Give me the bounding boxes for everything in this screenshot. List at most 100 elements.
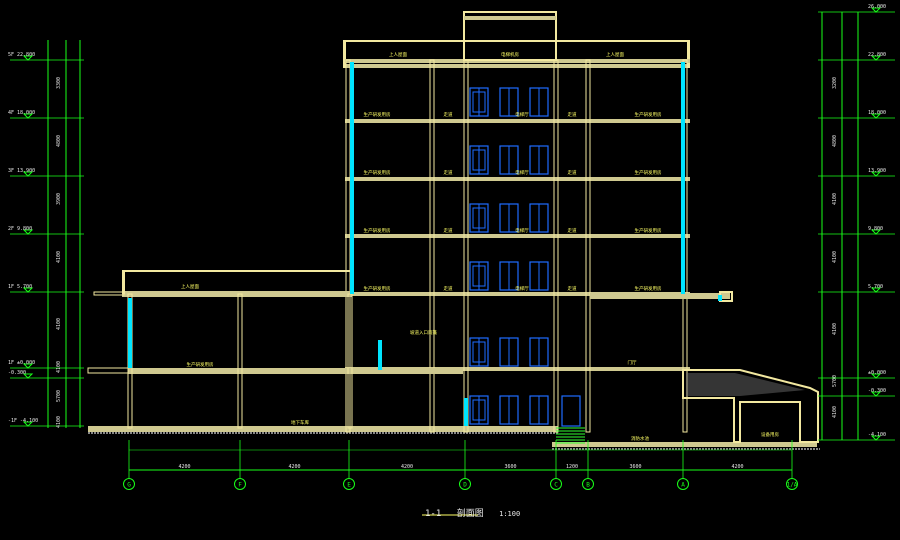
roof-label: 上人屋面 [389, 51, 407, 58]
right-level-text: ±0.000 [868, 370, 886, 376]
glazing-mid [378, 340, 382, 370]
right-level-mark [870, 113, 882, 119]
left-level-mark [22, 363, 34, 369]
right-dim-text: 4100 [832, 406, 838, 418]
drawing-number: 1-1 [425, 509, 442, 519]
door-panel [472, 399, 486, 421]
annex-parapet-left [122, 270, 125, 294]
machine-room-roof [464, 16, 556, 20]
axis-label: B [586, 482, 590, 489]
left-dim-text: 4800 [56, 135, 62, 147]
right-level-mark [870, 171, 882, 177]
room-label: 走道 [444, 111, 453, 118]
axis-label: C [554, 482, 558, 489]
room-label: 电梯厅 [515, 285, 529, 292]
right-level-text: -4.100 [868, 432, 886, 438]
axis-label: D [463, 482, 467, 489]
column [429, 59, 435, 433]
axis-label: 1/A [787, 482, 798, 489]
room-label: 生产研发用房 [364, 227, 391, 234]
ground-label: 设备用房 [761, 431, 779, 438]
window-group [128, 62, 722, 427]
parapet-left [343, 40, 346, 68]
axis-bubble [582, 478, 594, 490]
right-level-mark [870, 55, 882, 61]
room-label: 走道 [568, 169, 577, 176]
glazing-right [681, 62, 685, 294]
bottom-dim-text: 4200 [288, 464, 300, 470]
ramp-hatch [686, 373, 805, 396]
building-structure [87, 11, 820, 450]
right-level-mark [870, 7, 882, 13]
room-label: 走道 [444, 169, 453, 176]
room-label: 走道 [444, 285, 453, 292]
ground-label: 消防水池 [631, 435, 649, 442]
glazing-canopy [718, 295, 722, 301]
left-level-text: 1F 5.700 [8, 284, 32, 290]
right-level-text: 22.800 [868, 52, 886, 58]
right-level-mark [870, 435, 882, 441]
room-label: 生产研发用房 [364, 285, 391, 292]
bottom-dim-text: 4200 [731, 464, 743, 470]
floor-slab [345, 64, 690, 68]
bottom-dim-text: 4200 [178, 464, 190, 470]
bottom-dim-text: 3600 [504, 464, 516, 470]
floor-slab [345, 292, 690, 296]
left-level-mark [22, 229, 34, 235]
left-dim-text: 4100 [56, 416, 62, 428]
left-level-mark [22, 421, 34, 427]
bottom-dim-text: 4200 [401, 464, 413, 470]
room-label: 电梯厅 [515, 111, 529, 118]
door-panel [472, 149, 486, 171]
axis-label: G [127, 482, 131, 489]
column [553, 59, 559, 433]
left-level-mark [22, 373, 34, 379]
right-level-text: -0.300 [868, 388, 886, 394]
machine-room [463, 11, 557, 61]
room-label: 生产研发用房 [635, 285, 662, 292]
left-dim-text: 4100 [56, 361, 62, 373]
drawing-title: 剖面图 [456, 509, 484, 519]
bottom-dim-text: 3600 [629, 464, 641, 470]
right-dim-text: 4100 [832, 323, 838, 335]
left-dim-text: 3900 [56, 193, 62, 205]
right-level-text: 13.900 [868, 168, 886, 174]
basement-door [561, 395, 581, 427]
drawing-caption: 1-1 剖面图 1:100 [425, 506, 530, 519]
room-label: 走道 [568, 111, 577, 118]
room-label: 生产研发用房 [635, 169, 662, 176]
axis-bubble [459, 478, 471, 490]
left-level-text: 5F 22.800 [8, 52, 35, 58]
floor-slab [345, 367, 690, 371]
left-level-text: 1F ±0.000 [8, 360, 35, 366]
roof-parapet [343, 40, 690, 42]
axis-bubble [123, 478, 135, 490]
room-label: 走道 [444, 227, 453, 234]
label-group: 生产研发用房走道电梯厅走道生产研发用房生产研发用房走道电梯厅走道生产研发用房生产… [181, 51, 779, 516]
room-label: 生产研发用房 [364, 169, 391, 176]
left-level-text: -0.300 [8, 370, 26, 376]
room-label: 走道 [568, 227, 577, 234]
drawing-scale: 1:100 [499, 510, 521, 518]
left-level-text: -1F -4.100 [8, 418, 38, 424]
annex-roof-slab [122, 291, 352, 297]
right-slab [590, 293, 730, 299]
axis-label: F [238, 482, 242, 489]
room-label: 电梯厅 [515, 169, 529, 176]
right-level-text: 26.000 [868, 4, 886, 10]
roof-label: 电梯机房 [501, 51, 519, 58]
left-dim-text: 4100 [56, 251, 62, 263]
ground-label: 地下车库 [291, 419, 309, 426]
door-panel [472, 265, 486, 287]
left-level-mark [22, 171, 34, 177]
left-dim-text: 4100 [56, 318, 62, 330]
axis-bubble [677, 478, 689, 490]
left-level-text: 2F 9.800 [8, 226, 32, 232]
right-level-text: 18.000 [868, 110, 886, 116]
ramp-label: 坡道入口雨篷 [410, 329, 437, 336]
first-floor-slab [128, 368, 463, 374]
axis-label: E [347, 482, 351, 489]
